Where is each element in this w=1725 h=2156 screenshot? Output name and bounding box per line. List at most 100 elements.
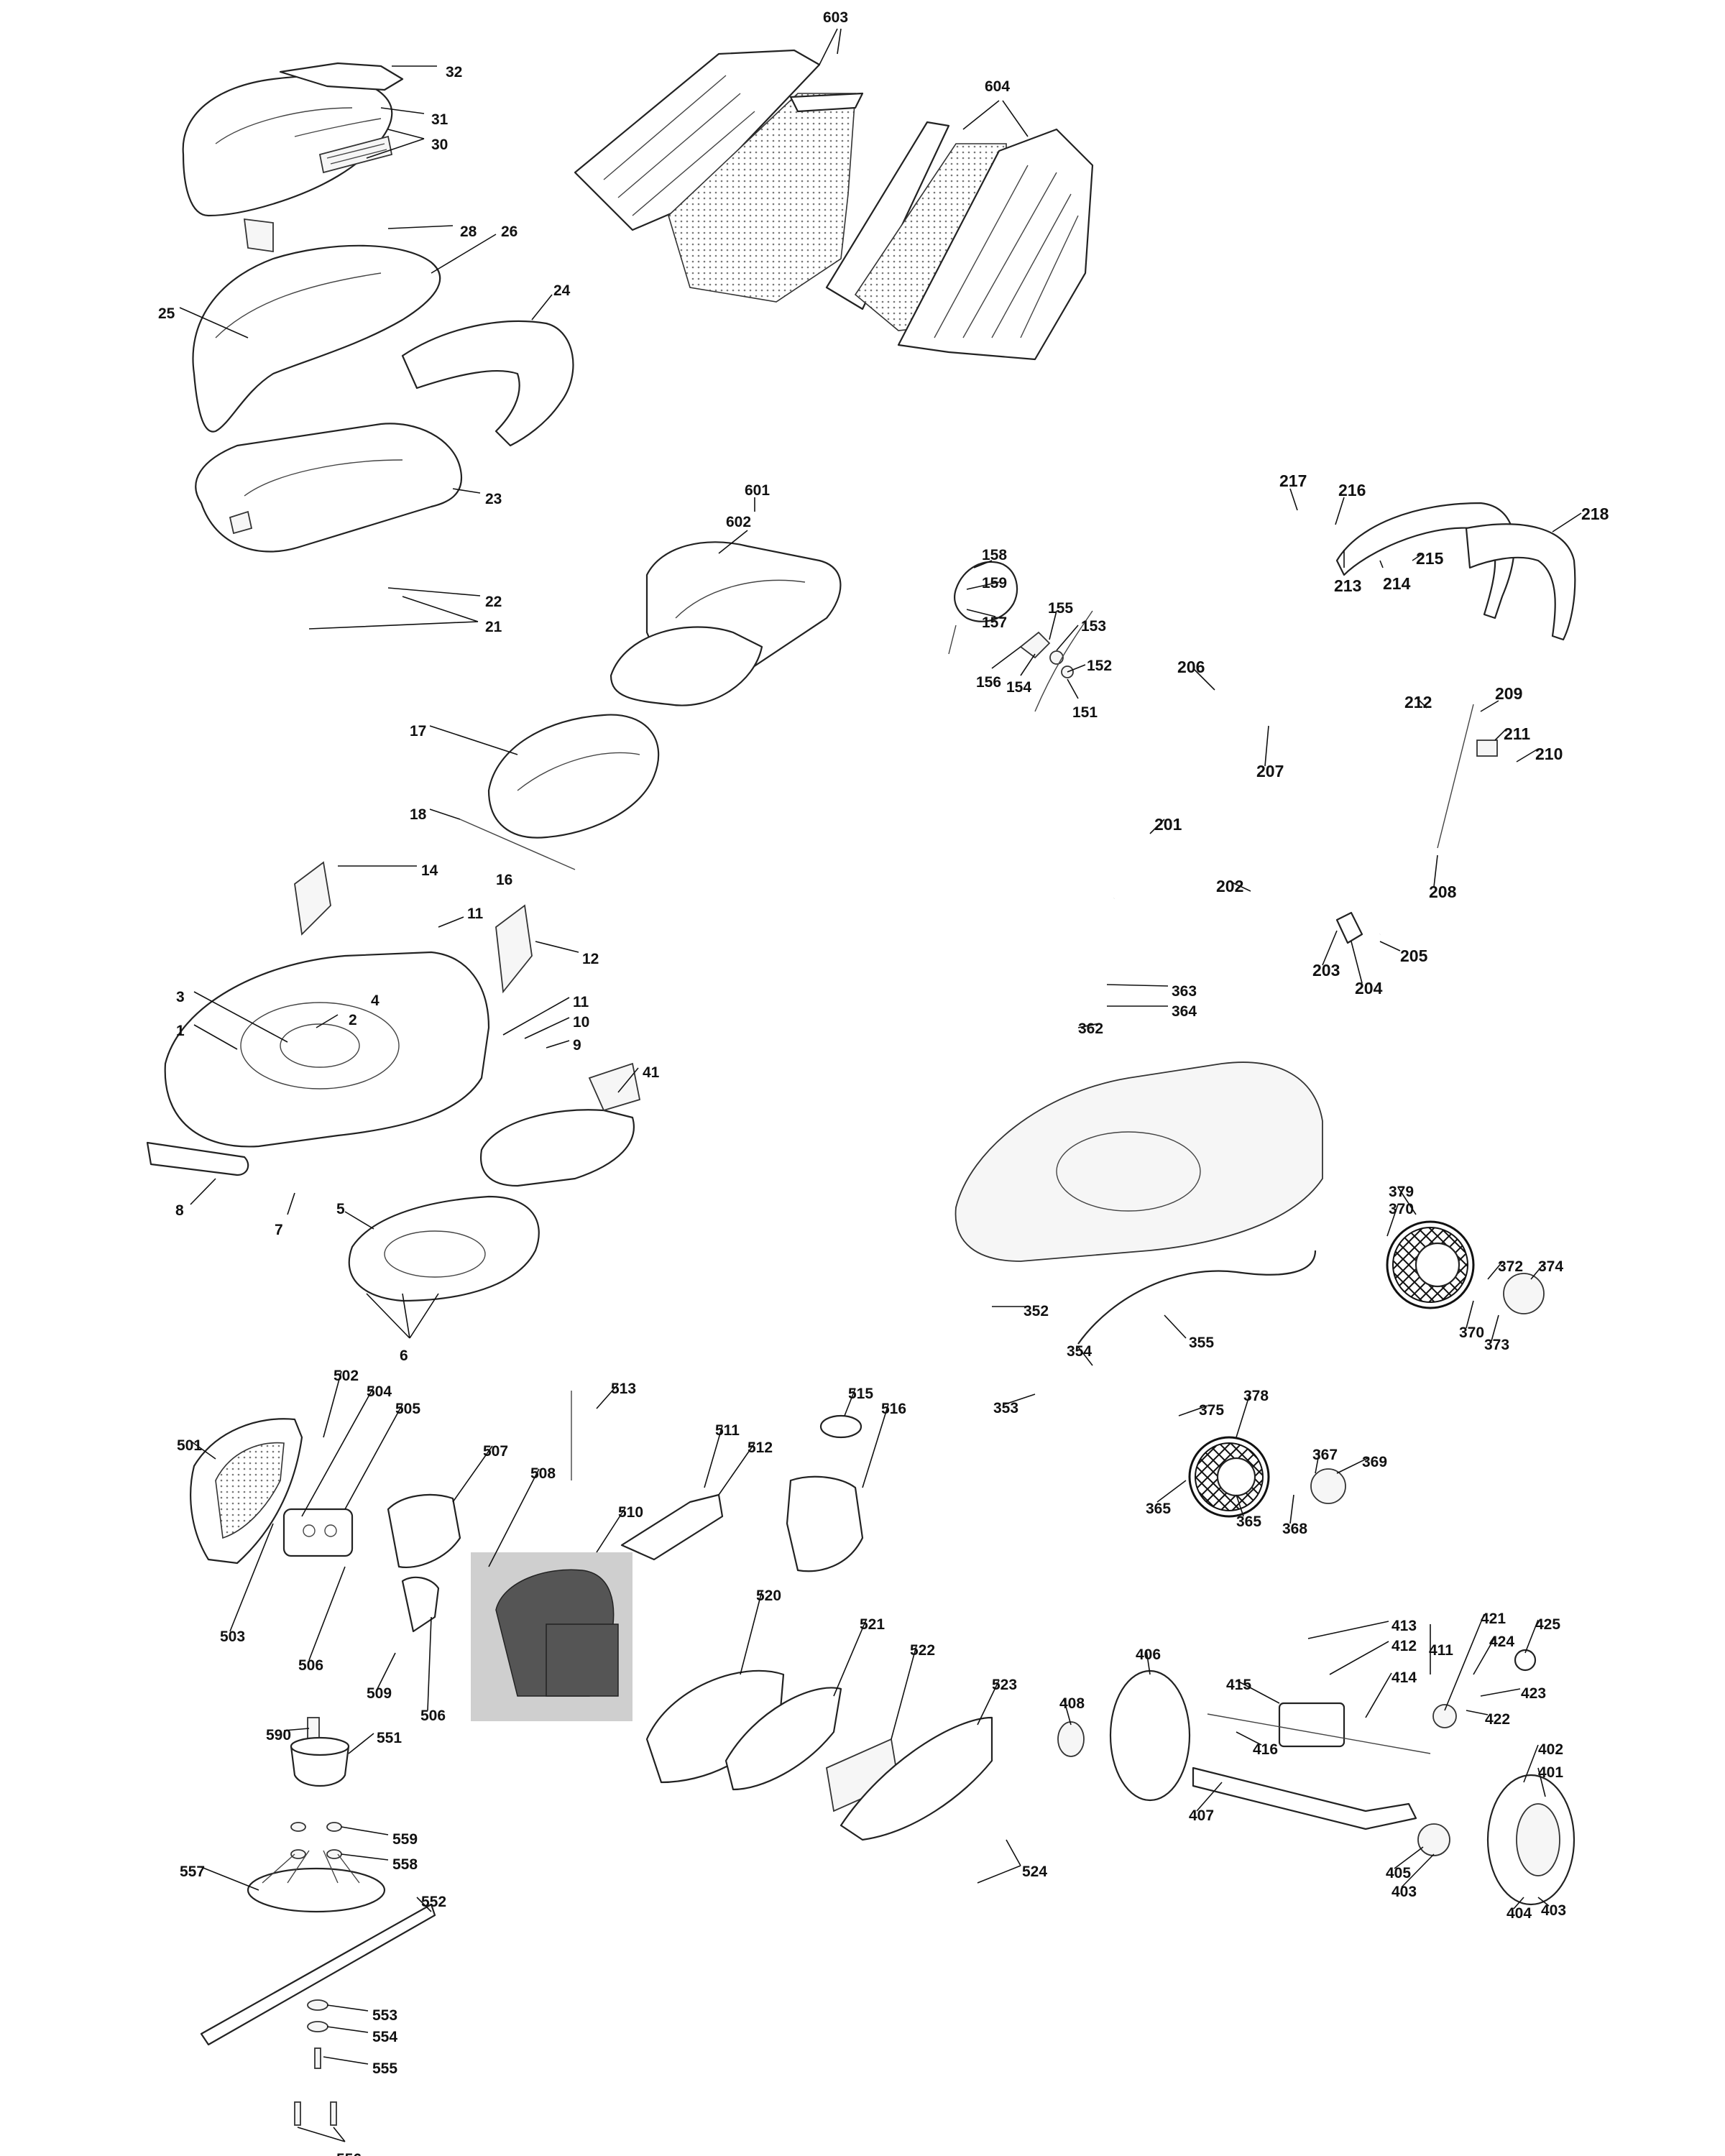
part-number-c604: 604 [985,78,1010,95]
part-number-c31: 31 [431,111,448,128]
handle-group [1112,502,1576,944]
part-number-c6: 6 [400,1348,408,1364]
part-number-c503: 503 [220,1628,245,1645]
part-number-c602: 602 [726,514,751,530]
part-number-c204: 204 [1355,979,1383,998]
part-number-c416: 416 [1253,1741,1278,1758]
part-number-c217: 217 [1279,471,1307,490]
part-number-c412: 412 [1392,1638,1417,1654]
part-number-c403a: 403 [1392,1884,1417,1900]
part-number-c508: 508 [530,1465,556,1482]
part-number-c506a: 506 [298,1657,323,1674]
part-number-c14: 14 [421,862,438,879]
engine-parts-group [190,1391,864,1721]
part-number-c553: 553 [372,2007,397,2024]
part-number-c26: 26 [501,224,518,240]
part-number-c558: 558 [392,1856,418,1873]
part-number-c501: 501 [177,1437,202,1454]
part-number-c421: 421 [1481,1611,1506,1627]
part-number-c201: 201 [1154,815,1182,834]
part-number-c504: 504 [367,1383,392,1400]
part-number-c17: 17 [410,723,426,740]
part-number-c213: 213 [1334,576,1361,595]
part-number-c422: 422 [1485,1711,1510,1728]
part-number-c203: 203 [1312,961,1340,980]
part-number-c362: 362 [1078,1021,1103,1037]
part-number-c515: 515 [848,1386,873,1402]
part-number-c404: 404 [1506,1905,1532,1922]
mower-deck-group [146,861,641,1302]
part-number-c212: 212 [1404,693,1432,711]
part-number-c218: 218 [1581,505,1609,523]
part-number-c374: 374 [1538,1258,1563,1275]
part-number-c354: 354 [1067,1343,1092,1360]
rear-deck-wheels-group [954,1061,1545,1518]
part-number-c425: 425 [1535,1616,1560,1633]
part-number-c1: 1 [176,1023,185,1039]
part-number-c210: 210 [1535,745,1563,763]
part-number-c365a: 365 [1146,1501,1171,1517]
part-number-c367: 367 [1312,1447,1338,1463]
part-number-c510: 510 [618,1504,643,1521]
part-number-c555: 555 [372,2060,397,2077]
part-number-c424: 424 [1489,1634,1514,1650]
part-number-c520: 520 [756,1588,781,1604]
part-number-c32: 32 [446,64,462,80]
part-number-c507: 507 [483,1443,508,1460]
part-number-c205: 205 [1400,946,1428,965]
part-number-c4: 4 [371,992,380,1009]
hood-cover-group [182,62,574,553]
part-number-c12: 12 [582,951,599,967]
part-number-c9: 9 [573,1037,581,1054]
part-number-c157: 157 [982,614,1007,631]
part-number-c552: 552 [421,1894,446,1910]
part-number-c30: 30 [431,137,448,153]
part-number-c10: 10 [573,1014,589,1031]
part-number-c355: 355 [1189,1335,1214,1351]
part-number-c365b: 365 [1236,1514,1261,1530]
part-number-c158: 158 [982,547,1007,563]
blade-assembly-group [200,1717,436,2126]
part-number-c411: 411 [1429,1642,1453,1659]
part-number-c601: 601 [745,482,770,499]
part-number-c513: 513 [611,1381,636,1397]
part-number-c403b: 403 [1541,1902,1566,1919]
part-number-c509: 509 [367,1685,392,1702]
part-number-c423: 423 [1521,1685,1546,1702]
part-number-c352: 352 [1024,1303,1049,1319]
part-number-c368: 368 [1282,1521,1307,1537]
part-number-c353: 353 [993,1400,1018,1416]
part-number-c2: 2 [349,1012,357,1028]
part-number-c3: 3 [176,989,185,1005]
part-number-c28: 28 [460,224,477,240]
part-number-c401: 401 [1538,1764,1563,1781]
part-number-c202: 202 [1216,877,1243,895]
part-number-c23: 23 [485,491,502,507]
part-number-c11a: 11 [467,906,484,922]
part-number-c41: 41 [643,1064,660,1081]
part-number-c522: 522 [910,1642,935,1659]
part-number-c554: 554 [372,2029,397,2045]
part-number-c22: 22 [485,594,502,610]
part-number-c21: 21 [485,619,502,635]
part-number-c154: 154 [1006,679,1031,696]
rear-deflector-group [459,541,842,870]
drive-assembly-group [1057,1649,1576,1906]
part-number-c502: 502 [334,1368,359,1384]
part-number-c521: 521 [860,1616,885,1633]
part-number-c369: 369 [1362,1454,1387,1470]
part-number-c155: 155 [1048,600,1073,617]
part-number-c7: 7 [275,1222,283,1238]
part-number-c364: 364 [1172,1003,1197,1020]
part-number-c512: 512 [748,1439,773,1456]
part-number-c216: 216 [1338,481,1366,499]
part-number-c208: 208 [1429,883,1457,901]
part-number-c373: 373 [1484,1337,1509,1353]
grass-bag-group [574,49,1094,361]
part-number-c378: 378 [1243,1388,1269,1404]
part-number-c516: 516 [881,1401,906,1417]
part-number-c207: 207 [1256,762,1284,780]
part-number-c8: 8 [175,1202,184,1219]
